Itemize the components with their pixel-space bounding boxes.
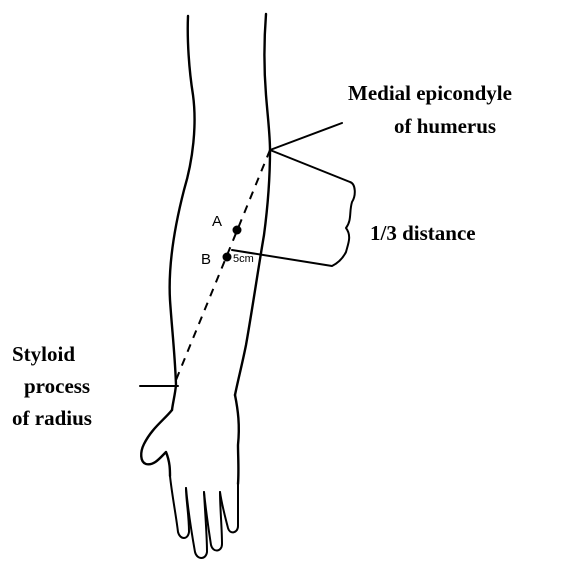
styloid-label-line2: process (24, 374, 90, 398)
point-b-label: B (201, 251, 211, 268)
dashed-reference-line (176, 150, 270, 380)
distance-label: 1/3 distance (370, 221, 476, 245)
medial-epicondyle-label-line1: Medial epicondyle (348, 81, 512, 105)
medial-epicondyle-label-line2: of humerus (394, 114, 496, 138)
arm-outline-left (170, 16, 195, 410)
styloid-label-line1: Styloid (12, 342, 75, 366)
distance-bracket (232, 150, 355, 266)
styloid-label-line3: of radius (12, 406, 92, 430)
point-a-label: A (212, 213, 222, 230)
thumb-outline (141, 410, 172, 476)
finger-little (220, 484, 238, 532)
gap-distance-label: 5cm (233, 253, 254, 265)
finger-index (170, 476, 189, 538)
point-b-marker (223, 253, 232, 262)
hand-outline-right (235, 395, 239, 484)
point-a-marker (233, 226, 242, 235)
arm-outline-right (235, 14, 270, 395)
medial-epicondyle-pointer (270, 123, 342, 150)
